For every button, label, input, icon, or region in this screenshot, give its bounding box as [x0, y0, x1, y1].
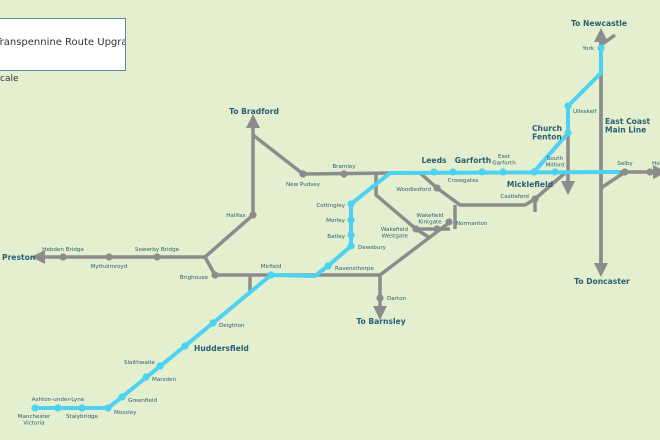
station-marker[interactable] [340, 170, 348, 178]
title-box: Transpennine Route Upgrade [0, 18, 126, 71]
station-label: Huddersfield [194, 344, 249, 353]
station-marker[interactable] [347, 216, 355, 224]
station-marker[interactable] [118, 393, 126, 401]
station-marker[interactable] [445, 218, 453, 226]
station-label: Howden [652, 161, 660, 167]
station-label: Garforth [455, 156, 491, 165]
rail-line [418, 171, 567, 207]
station-marker[interactable] [347, 231, 355, 239]
station-label: Dewsbury [358, 245, 387, 251]
station-label: Cottingley [316, 203, 345, 209]
station-marker[interactable] [299, 170, 307, 178]
station-marker[interactable] [347, 242, 355, 250]
station-marker[interactable] [105, 253, 113, 261]
station-marker[interactable] [78, 404, 86, 412]
station-marker[interactable] [211, 271, 219, 279]
station-marker[interactable] [564, 102, 572, 110]
station-label: Mossley [114, 410, 137, 416]
rail-line [599, 33, 617, 47]
station-marker[interactable] [156, 362, 164, 370]
station-marker[interactable] [209, 319, 217, 327]
station-marker[interactable] [597, 44, 605, 52]
map-title: Transpennine Route Upgrade [0, 37, 125, 48]
station-label: Mytholmroyd [91, 264, 128, 270]
station-marker[interactable] [54, 404, 62, 412]
station-marker[interactable] [531, 195, 539, 203]
station-label: Sowerby Bridge [135, 247, 180, 253]
rail-line [251, 133, 391, 176]
station-marker[interactable] [249, 211, 257, 219]
station-label: Selby [617, 161, 633, 167]
station-marker[interactable] [324, 262, 332, 270]
station-marker[interactable] [499, 168, 507, 176]
rail-line [203, 114, 260, 259]
station-marker[interactable] [551, 168, 559, 176]
station-marker[interactable] [376, 294, 384, 302]
station-label: Morley [326, 218, 346, 224]
station-marker[interactable] [478, 168, 486, 176]
station-label: Hebden Bridge [42, 247, 84, 253]
destination-label: To Doncaster [574, 277, 630, 286]
station-marker[interactable] [153, 253, 161, 261]
destination-label: To Newcastle [571, 19, 627, 28]
station-label: Greenfield [128, 398, 157, 404]
station-label: Marsden [152, 377, 176, 383]
station-label: Micklefield [507, 180, 553, 189]
station-marker[interactable] [181, 342, 189, 350]
station-label: Normanton [456, 221, 488, 227]
destination-label: To Bradford [229, 107, 279, 116]
station-label: Castleford [500, 194, 529, 200]
rail-line [600, 170, 626, 190]
station-marker[interactable] [564, 129, 572, 137]
station-label: Darton [387, 296, 407, 302]
station-marker[interactable] [104, 404, 112, 412]
station-label: Woodlesford [396, 187, 431, 193]
station-marker[interactable] [530, 168, 538, 176]
station-marker[interactable] [267, 271, 275, 279]
station-marker[interactable] [449, 168, 457, 176]
station-label: Batley [327, 234, 345, 240]
station-marker[interactable] [433, 225, 441, 233]
station-marker[interactable] [646, 168, 654, 176]
station-marker[interactable] [142, 373, 150, 381]
station-label: Brighouse [180, 275, 209, 281]
destination-label: To Barnsley [356, 317, 405, 326]
station-marker[interactable] [59, 253, 67, 261]
station-label: Ulleskelf [573, 109, 598, 115]
station-label: Bramley [332, 164, 356, 170]
station-marker[interactable] [433, 184, 441, 192]
station-label: York [581, 46, 594, 52]
station-label: Deighton [219, 323, 245, 329]
station-label: Ashton-under-Lyne [32, 397, 85, 403]
station-label: Crossgates [448, 178, 479, 184]
station-label: Mirfield [261, 264, 282, 270]
station-marker[interactable] [621, 168, 629, 176]
station-label: Slaithwaite [124, 360, 156, 366]
station-marker[interactable] [31, 404, 39, 412]
station-label: Ravensthorpe [335, 266, 374, 272]
station-label: Leeds [421, 156, 447, 165]
station-marker[interactable] [347, 200, 355, 208]
station-marker[interactable] [430, 168, 438, 176]
scale-note: cale [0, 74, 19, 84]
station-label: Halifax [226, 213, 246, 219]
station-label: Stalybridge [66, 414, 99, 420]
station-label: New Pudsey [286, 182, 321, 188]
destination-label: Preston [2, 253, 35, 262]
station-marker[interactable] [412, 225, 420, 233]
